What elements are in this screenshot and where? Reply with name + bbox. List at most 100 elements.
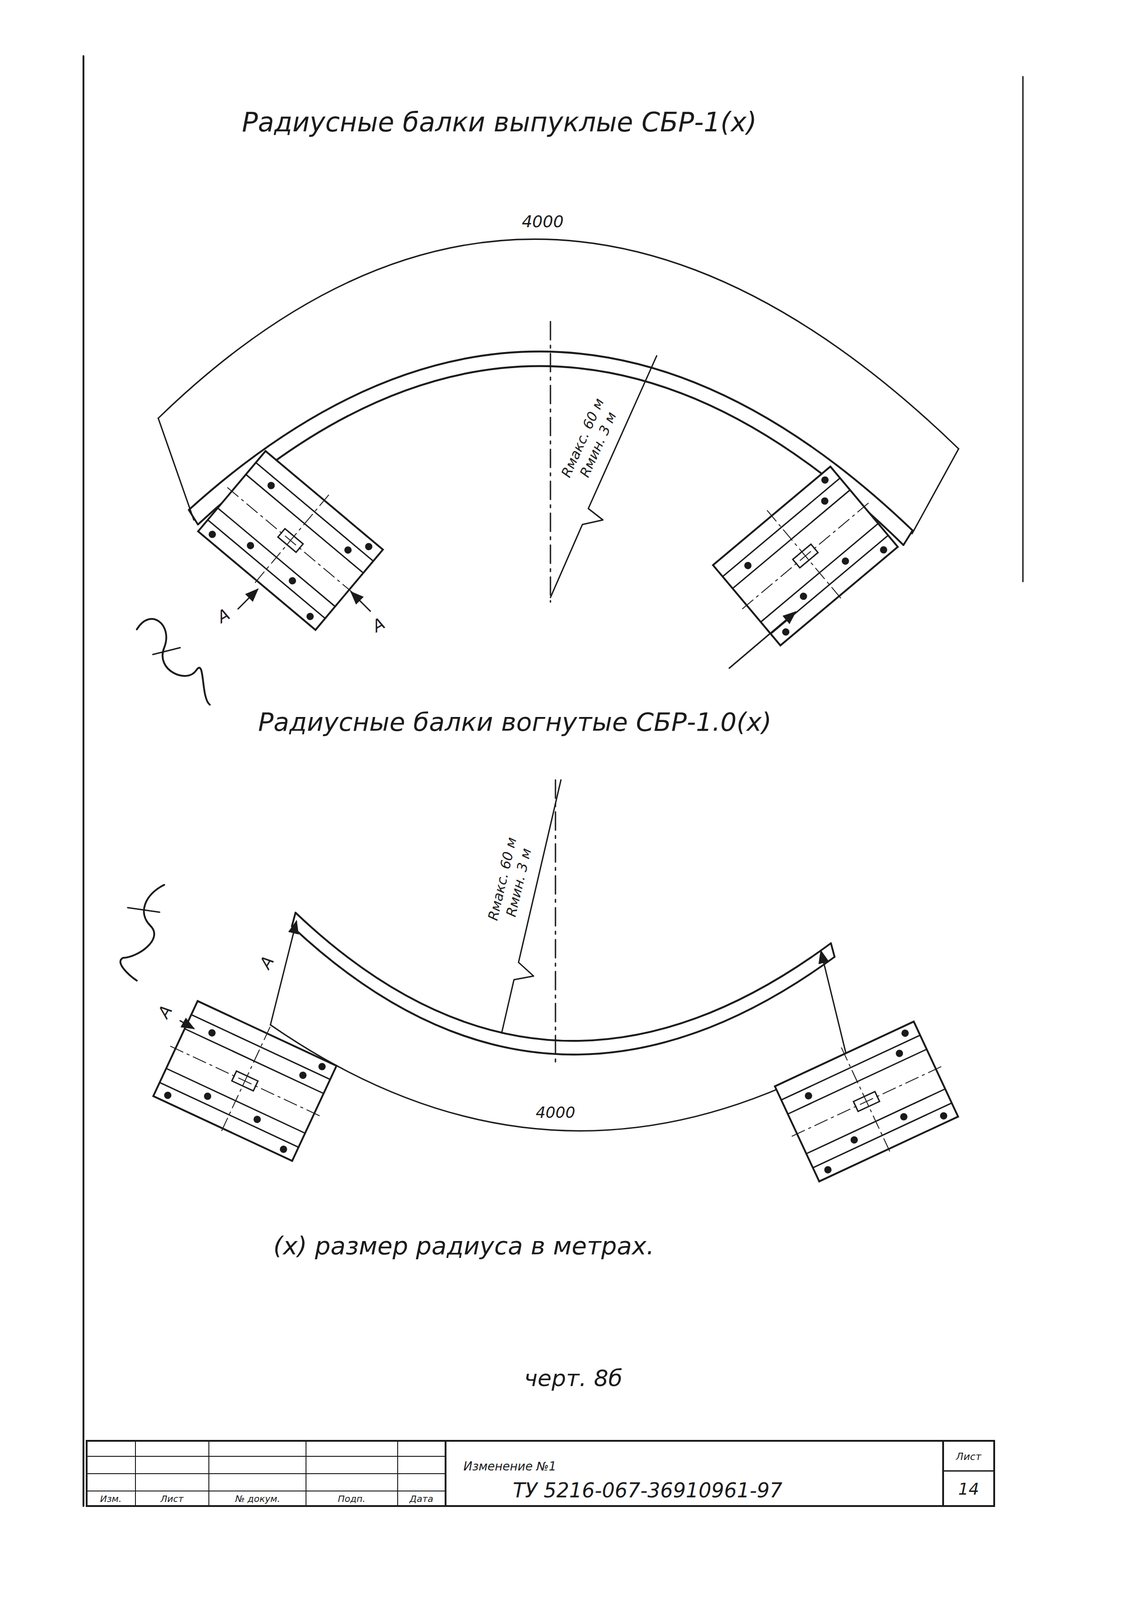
bolt-dot (840, 555, 851, 567)
bolt-dot (798, 591, 810, 602)
post-slot (853, 1091, 880, 1112)
section-arrow (180, 1020, 194, 1029)
bolt-dot (287, 575, 298, 587)
guardrail-post (704, 457, 907, 655)
bolt-dot (278, 1144, 289, 1154)
sheet-border (82, 56, 85, 1506)
centre-line (555, 779, 557, 1063)
post-slot (792, 544, 818, 568)
radius-line (550, 355, 657, 598)
table-cell: Подп. (337, 1493, 366, 1505)
beam-end (830, 943, 835, 957)
break-symbol (120, 884, 165, 981)
bolt-dot (803, 1090, 814, 1101)
post-rib (159, 1082, 299, 1147)
post-rib (770, 535, 888, 634)
table-rule (86, 1473, 446, 1474)
beam-end (188, 509, 198, 525)
bolt-dot (342, 544, 354, 556)
section-letter: А (213, 604, 234, 627)
sheet-border (1022, 76, 1024, 582)
bolt-dot (819, 495, 831, 507)
post-outline (712, 466, 898, 646)
guardrail-post (189, 442, 392, 639)
section-letter: А (368, 613, 389, 636)
guardrail-post (767, 1012, 966, 1190)
guardrail-post (145, 992, 345, 1170)
table-cell: № докум. (235, 1493, 281, 1505)
post-outline (197, 451, 383, 630)
section-letter: А (255, 952, 278, 972)
dimension-value: 4000 (521, 212, 564, 231)
bolt-dot (742, 560, 754, 571)
extension-line (912, 448, 959, 534)
post-rib (781, 1035, 921, 1100)
document-number: ТУ 5216-067-36910961-97 (512, 1478, 783, 1503)
section-arrow (238, 589, 258, 609)
table-rule (444, 1440, 447, 1506)
post-rib (191, 1014, 331, 1080)
post-outline (774, 1021, 959, 1182)
table-rule (86, 1455, 446, 1457)
bolt-dot (900, 1028, 910, 1038)
bolt-dot (317, 1061, 327, 1072)
beam-end (291, 912, 296, 927)
table-rule (86, 1490, 446, 1492)
post-rib (207, 519, 326, 619)
radius-line (501, 779, 561, 1033)
post-slot (231, 1070, 258, 1091)
centre-line (549, 321, 552, 602)
sheet-label: Лист (955, 1450, 982, 1463)
table-cell: Лист (160, 1493, 184, 1505)
bolt-dot (305, 611, 316, 622)
beam-edge (295, 912, 831, 1041)
bolt-dot (265, 480, 277, 491)
table-rule (305, 1440, 307, 1506)
bolt-dot (245, 540, 256, 551)
dimension-arc (158, 238, 959, 449)
post-axis (742, 503, 869, 609)
bolt-dot (298, 1070, 308, 1080)
bolt-dot (780, 626, 792, 638)
post-axis (841, 1047, 892, 1156)
bolt-dot (894, 1048, 905, 1059)
bolt-dot (823, 1164, 833, 1175)
table-cell: Изм. (99, 1493, 122, 1505)
bolt-dot (207, 529, 218, 540)
bolt-dot (819, 474, 831, 486)
break-symbol (136, 618, 210, 705)
table-rule (942, 1440, 945, 1506)
beam-edge (291, 926, 835, 1055)
sheet-number: 14 (958, 1479, 980, 1499)
table-rule (134, 1440, 136, 1506)
post-axis (767, 510, 844, 602)
section-letter: А (154, 1001, 177, 1022)
section-arrow (351, 591, 371, 612)
table-rule (397, 1440, 399, 1506)
post-rib (722, 477, 841, 577)
table-rule (208, 1440, 210, 1506)
break-tick (152, 647, 181, 655)
title-block (86, 1440, 995, 1506)
section-arrow (270, 921, 297, 1025)
break-tick (127, 907, 160, 913)
extension-line (158, 418, 194, 520)
post-rib (812, 1102, 952, 1168)
bolt-dot (363, 541, 374, 552)
post-axis (252, 494, 329, 586)
title-block-frame (86, 1440, 995, 1506)
footnote: (x) размер радиуса в метрах. (273, 1231, 654, 1261)
post-slot (277, 528, 303, 553)
table-rule (943, 1470, 995, 1472)
change-note: Изменение №1 (463, 1459, 557, 1474)
section-arrow (820, 950, 847, 1056)
bolt-dot (162, 1090, 173, 1100)
post-outline (153, 1001, 337, 1161)
post-axis (227, 487, 354, 593)
drawing-caption: черт. 8б (523, 1365, 623, 1392)
table-cell: Дата (409, 1493, 434, 1505)
beam-end (903, 530, 913, 545)
